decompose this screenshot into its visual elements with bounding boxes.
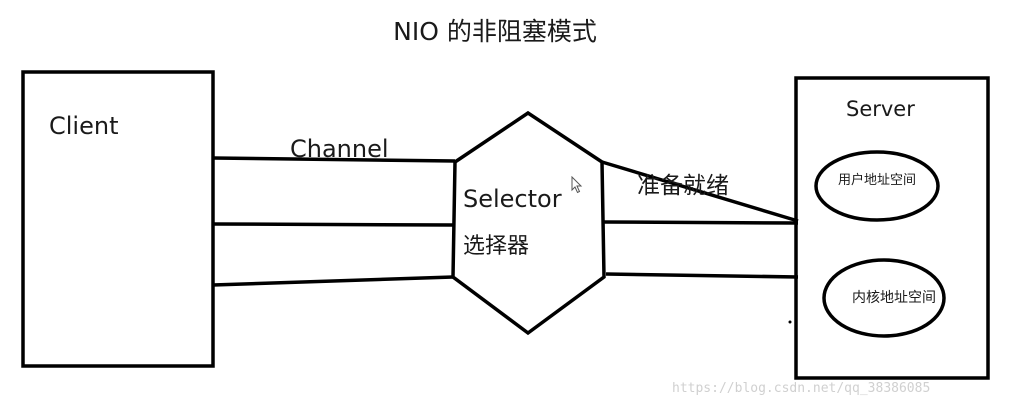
kernel-address-space-label: 内核地址空间: [852, 290, 936, 306]
server-line-1: [603, 220, 799, 225]
user-space-ellipse: [814, 150, 940, 222]
server-box: [794, 76, 990, 380]
client-label: Client: [49, 112, 119, 140]
ready-line: [601, 160, 799, 223]
stray-dot: [788, 320, 792, 324]
channel-line-2: [212, 222, 454, 227]
client-box: [21, 70, 215, 368]
ready-label: 准备就绪: [637, 173, 729, 199]
channel-label: Channel: [290, 135, 389, 163]
channel-line-3: [212, 275, 454, 287]
mouse-pointer-icon: [571, 175, 583, 198]
page-title: NIO 的非阻塞模式: [393, 17, 597, 46]
user-address-space-label: 用户地址空间: [838, 173, 917, 188]
kernel-space-ellipse: [822, 258, 946, 338]
watermark-url: https://blog.csdn.net/qq_38386085: [672, 381, 931, 396]
channel-line-1: [212, 156, 456, 163]
selector-sublabel: 选择器: [463, 234, 530, 259]
selector-label: Selector: [463, 185, 562, 213]
selector-hexagon: [451, 110, 606, 336]
server-line-2: [605, 272, 799, 279]
server-label: Server: [846, 97, 915, 121]
